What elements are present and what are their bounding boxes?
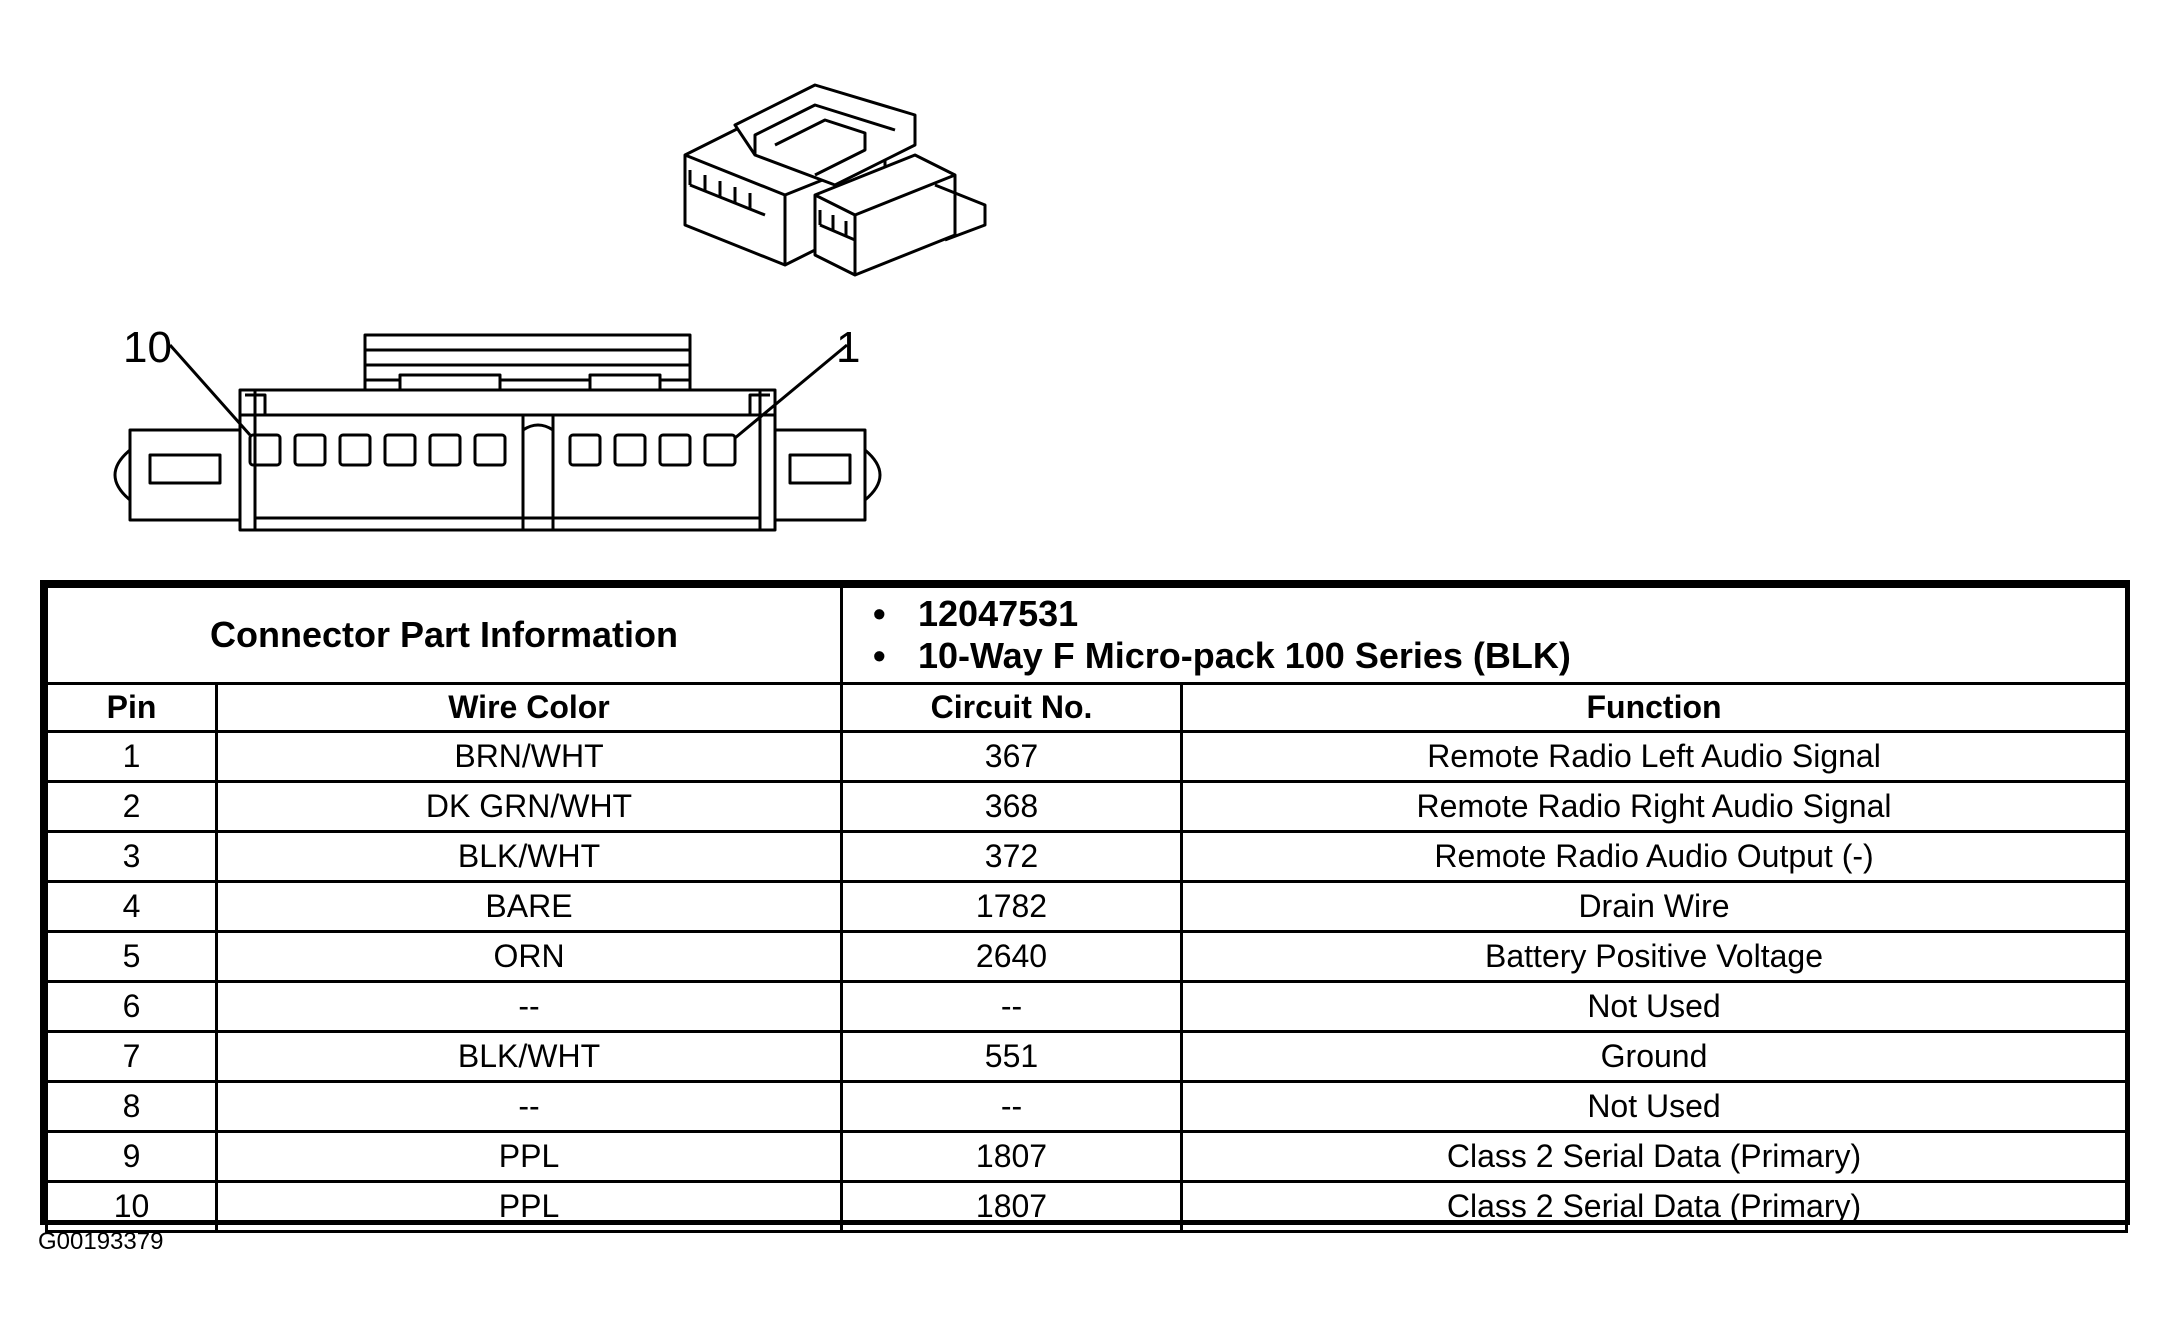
cell-function: Ground (1179, 1030, 2129, 1083)
description-text: 10-Way F Micro-pack 100 Series (BLK) (918, 635, 1571, 676)
cell-circuit-no: 2640 (840, 930, 1183, 983)
cell-pin: 3 (45, 830, 218, 883)
cell-function: Not Used (1179, 1080, 2129, 1133)
cell-wire-color: BRN/WHT (215, 730, 843, 783)
pin-label-1: 1 (836, 323, 861, 372)
cell-circuit-no: 372 (840, 830, 1183, 883)
cell-circuit-no: 367 (840, 730, 1183, 783)
header-pin: Pin (45, 682, 218, 733)
table-row: 8----Not Used (45, 1080, 2129, 1133)
cell-wire-color: DK GRN/WHT (215, 780, 843, 833)
cell-pin: 1 (45, 730, 218, 783)
cell-function: Drain Wire (1179, 880, 2129, 933)
bullet-icon: • (873, 635, 886, 676)
connector-description: • 10-Way F Micro-pack 100 Series (BLK) (873, 635, 2125, 677)
pin-label-10: 10 (123, 323, 172, 372)
header-wire-color: Wire Color (215, 682, 843, 733)
header-function: Function (1179, 682, 2129, 733)
cell-pin: 10 (45, 1180, 218, 1233)
connector-isometric-illustration (683, 83, 987, 277)
cell-function: Remote Radio Left Audio Signal (1179, 730, 2129, 783)
cell-wire-color: BARE (215, 880, 843, 933)
cell-pin: 8 (45, 1080, 218, 1133)
cell-circuit-no: -- (840, 1080, 1183, 1133)
cell-function: Class 2 Serial Data (Primary) (1179, 1180, 2129, 1233)
cell-circuit-no: -- (840, 980, 1183, 1033)
cell-pin: 5 (45, 930, 218, 983)
connector-info-row: Connector Part Information • 12047531 • … (45, 585, 2129, 685)
header-circuit-no: Circuit No. (840, 682, 1183, 733)
bullet-icon: • (873, 593, 886, 634)
cell-function: Class 2 Serial Data (Primary) (1179, 1130, 2129, 1183)
connector-info-label: Connector Part Information (45, 585, 843, 685)
cell-circuit-no: 1782 (840, 880, 1183, 933)
cell-pin: 7 (45, 1030, 218, 1083)
cell-function: Not Used (1179, 980, 2129, 1033)
table-header-row: Pin Wire Color Circuit No. Function (45, 682, 2129, 733)
cell-wire-color: BLK/WHT (215, 1030, 843, 1083)
cell-wire-color: BLK/WHT (215, 830, 843, 883)
cell-wire-color: -- (215, 980, 843, 1033)
cell-function: Battery Positive Voltage (1179, 930, 2129, 983)
cell-circuit-no: 368 (840, 780, 1183, 833)
part-number-text: 12047531 (918, 593, 1079, 634)
connector-info-values: • 12047531 • 10-Way F Micro-pack 100 Ser… (839, 585, 2129, 685)
cell-wire-color: PPL (215, 1130, 843, 1183)
cell-circuit-no: 551 (840, 1030, 1183, 1083)
connector-pinout-table: Connector Part Information • 12047531 • … (40, 580, 2130, 1233)
cell-circuit-no: 1807 (840, 1130, 1183, 1183)
pinout-table: Connector Part Information • 12047531 • … (45, 585, 2129, 1233)
figure-id: G00193379 (38, 1228, 164, 1255)
cell-wire-color: PPL (215, 1180, 843, 1233)
cell-wire-color: ORN (215, 930, 843, 983)
cell-pin: 9 (45, 1130, 218, 1183)
cell-wire-color: -- (215, 1080, 843, 1133)
cell-pin: 2 (45, 780, 218, 833)
cell-circuit-no: 1807 (840, 1180, 1183, 1233)
cell-pin: 6 (45, 980, 218, 1033)
cell-pin: 4 (45, 880, 218, 933)
table-row: 6----Not Used (45, 980, 2129, 1033)
cell-function: Remote Radio Audio Output (-) (1179, 830, 2129, 883)
connector-face-view (113, 333, 882, 532)
cell-function: Remote Radio Right Audio Signal (1179, 780, 2129, 833)
connector-part-number: • 12047531 (873, 593, 2125, 635)
